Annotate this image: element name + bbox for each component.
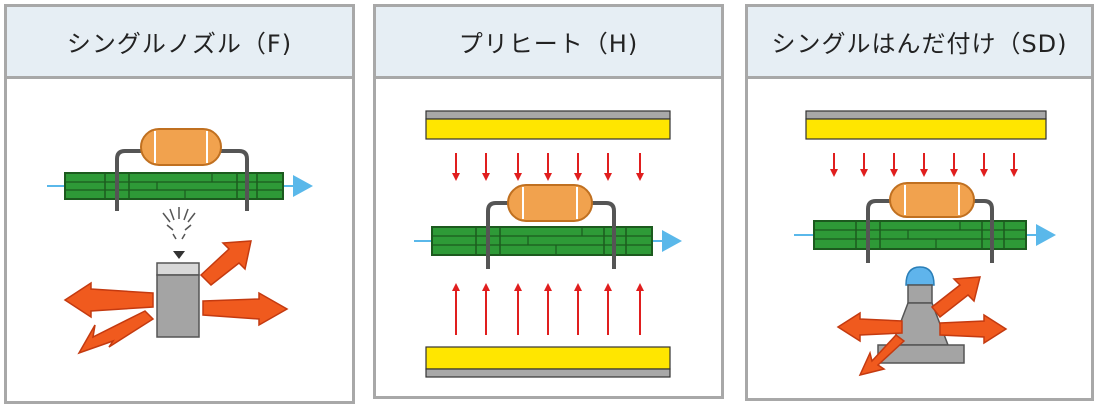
panel-diagram bbox=[376, 79, 721, 396]
panel-single-soldering: シングルはんだ付け（SD) bbox=[745, 4, 1094, 401]
panel-diagram bbox=[748, 79, 1091, 398]
resistor bbox=[140, 128, 222, 166]
downward-heat-arrows bbox=[452, 153, 644, 181]
resistor bbox=[889, 182, 975, 218]
top-heater bbox=[805, 110, 1047, 140]
nozzle bbox=[877, 284, 965, 364]
solder-spray bbox=[162, 207, 196, 240]
upward-heat-arrows bbox=[452, 283, 644, 335]
solder-bump bbox=[905, 266, 935, 286]
panel-title: プリヒート（H) bbox=[376, 7, 721, 79]
preheat-diagram bbox=[414, 110, 682, 378]
panel-title: シングルはんだ付け（SD) bbox=[748, 7, 1091, 79]
single-soldering-diagram bbox=[794, 110, 1056, 377]
resistor bbox=[507, 184, 593, 222]
bottom-heater bbox=[425, 346, 671, 378]
circuit-board bbox=[813, 220, 1027, 250]
circuit-board bbox=[431, 226, 653, 256]
nozzle bbox=[156, 262, 200, 338]
panel-title: シングルノズル（F) bbox=[7, 7, 352, 79]
downward-heat-arrows bbox=[830, 153, 1018, 177]
single-nozzle-diagram bbox=[47, 128, 313, 355]
panel-title-text: シングルノズル（F) bbox=[66, 30, 293, 58]
panel-title-text: プリヒート（H) bbox=[458, 30, 639, 58]
panel-diagram bbox=[7, 79, 352, 401]
circuit-board bbox=[64, 172, 284, 200]
flow-arrows bbox=[836, 276, 1008, 377]
panel-title-text: シングルはんだ付け（SD) bbox=[771, 30, 1068, 58]
panel-single-nozzle: シングルノズル（F) bbox=[4, 4, 355, 404]
flow-arrows bbox=[63, 240, 289, 355]
top-heater bbox=[425, 110, 671, 140]
panel-preheat: プリヒート（H) bbox=[373, 4, 724, 399]
